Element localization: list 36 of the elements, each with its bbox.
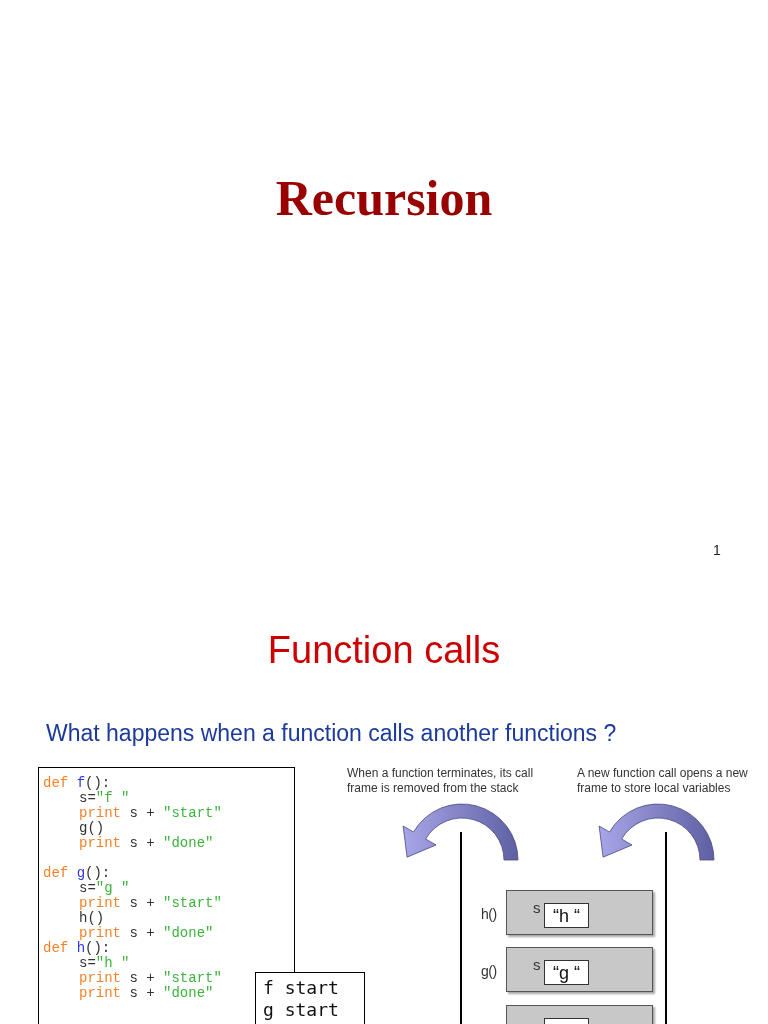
code-line: def f(): xyxy=(43,776,111,791)
caption: A new function call opens a new frame to store local variables xyxy=(577,766,749,795)
slide-subtitle: What happens when a function calls another functions ? xyxy=(46,719,617,747)
output-line: f start xyxy=(263,977,339,998)
caption: When a function terminates, its call frame is removed from the stack xyxy=(347,766,535,795)
code-line: h() xyxy=(79,911,105,926)
variable-name: s xyxy=(533,899,541,916)
code-line: g() xyxy=(79,821,105,836)
slide-title: Recursion xyxy=(275,169,493,227)
code-line: print s + "start" xyxy=(79,806,222,821)
frame-label: g() xyxy=(481,963,497,979)
value-box xyxy=(544,903,589,928)
code-line: print s + "done" xyxy=(79,836,214,851)
variable-name: s xyxy=(533,956,541,973)
output-line: g start xyxy=(263,999,339,1020)
string-value: “g “ xyxy=(553,962,580,983)
value-box xyxy=(544,960,589,985)
code-line: print s + "start" xyxy=(79,971,222,986)
call-stack xyxy=(460,832,667,1024)
output-panel xyxy=(255,972,365,1024)
code-line: s="h " xyxy=(79,956,130,971)
string-value: “h “ xyxy=(553,905,580,926)
code-line: s="f " xyxy=(79,791,130,806)
stack-frame xyxy=(506,1005,653,1024)
code-line: s="g " xyxy=(79,881,130,896)
value-box xyxy=(544,1018,589,1024)
slide-heading: Function calls xyxy=(267,628,501,672)
code-line: def g(): xyxy=(43,866,111,881)
stack-frame xyxy=(506,890,653,935)
page-number: 1 xyxy=(713,542,721,558)
frame-label: h() xyxy=(481,906,497,922)
code-line: print s + "done" xyxy=(79,926,214,941)
code-line: def h(): xyxy=(43,941,111,956)
code-line: print s + "done" xyxy=(79,986,214,1001)
stack-frame xyxy=(506,947,653,992)
code-line: print s + "start" xyxy=(79,896,222,911)
